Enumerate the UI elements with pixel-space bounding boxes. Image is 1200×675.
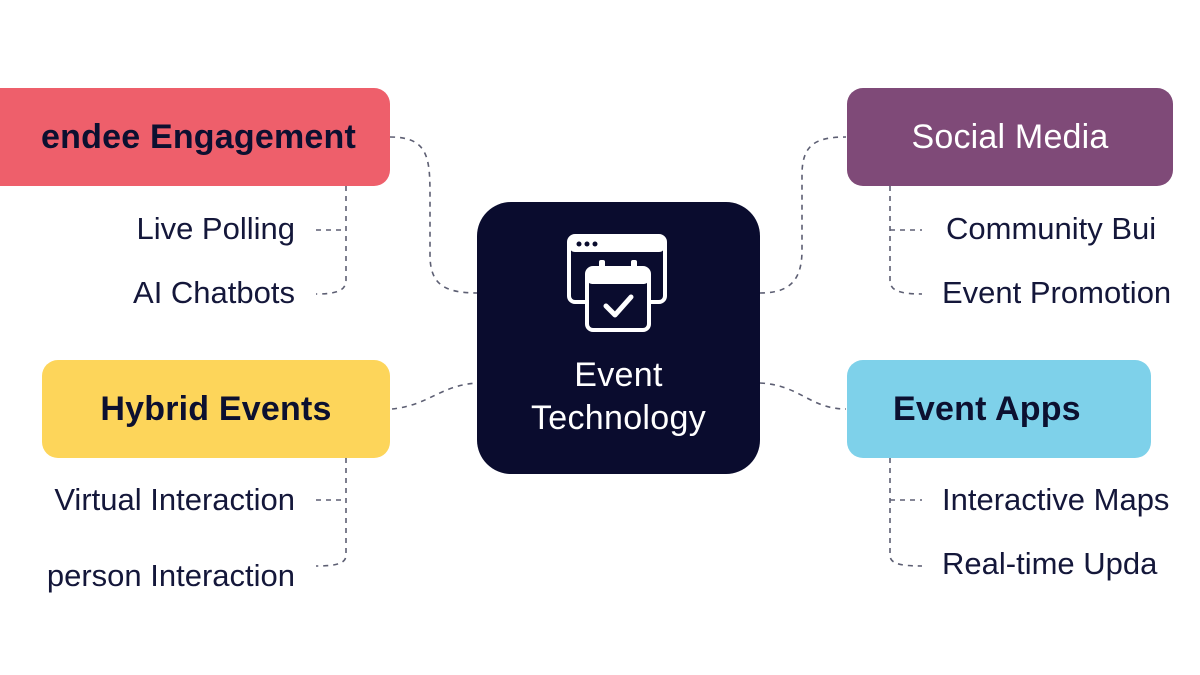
branch-label: endee Engagement [41,117,356,156]
leaf-event-promotion: Event Promotion [942,275,1172,310]
connector-social [759,136,847,294]
branch-event-apps: Event Apps [847,360,1151,458]
leaf-live-polling: Live Polling [136,211,295,246]
leaf-interactive-maps: Interactive Maps [942,482,1170,517]
center-title: Event Technology [477,354,760,440]
connector-interactive-maps [889,458,923,567]
connector-apps [759,382,847,410]
connector-hybrid [391,382,479,410]
center-title-line1: Event [574,356,663,394]
branch-label: Social Media [911,117,1109,156]
center-title-line2: Technology [530,399,706,437]
leaf-community-building: Community Bui [946,211,1157,246]
branch-social-media: Social Media [847,88,1173,186]
connector-attendee [389,136,479,294]
leaf-virtual-interaction: Virtual Interaction [54,482,295,517]
calendar-browser-icon [567,234,667,332]
leaf-ai-chatbots: AI Chatbots [133,275,295,310]
branch-label: Hybrid Events [100,389,332,428]
branch-attendee-engagement: endee Engagement [0,88,390,186]
connector-live-polling [315,186,347,295]
branch-hybrid-events: Hybrid Events [42,360,390,458]
leaf-real-time-updates: Real-time Upda [942,546,1158,581]
leaf-in-person-interaction: person Interaction [46,558,295,593]
branch-label: Event Apps [893,389,1081,428]
connector-virtual [315,458,347,567]
connector-community [889,186,923,295]
center-node: Event Technology [477,202,760,474]
